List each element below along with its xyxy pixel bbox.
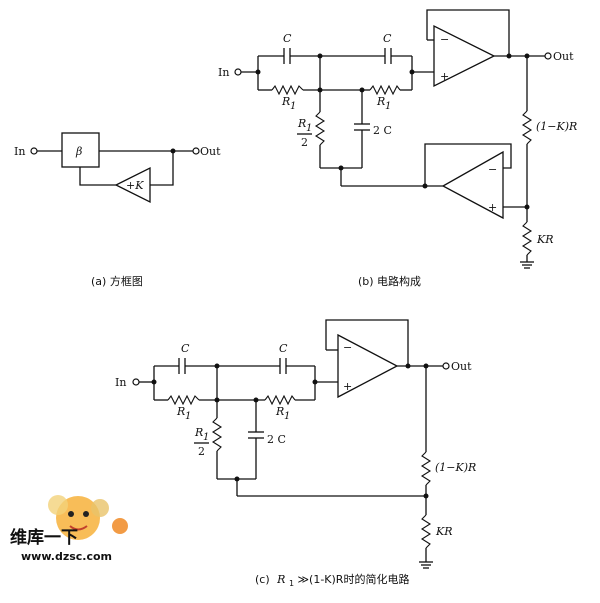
resistor-r1-half-label-c: R — [194, 426, 203, 439]
svg-text:+: + — [440, 70, 449, 83]
input-terminal-c — [132, 378, 140, 386]
svg-text:1: 1 — [290, 101, 296, 112]
gain-amplifier-k — [114, 166, 151, 204]
resistor-1-minus-k-r-c — [420, 451, 432, 486]
resistor-r1-half-label: R — [297, 117, 306, 130]
resistor-r1-a — [271, 84, 304, 96]
svg-text:2: 2 — [301, 136, 308, 149]
resistor-r1-b-label-c: R — [275, 405, 284, 418]
svg-text:−: − — [440, 33, 449, 46]
resistor-r1-half-c — [211, 417, 223, 452]
capacitor-c2-label: C — [383, 32, 392, 45]
resistor-r1-b — [369, 84, 401, 96]
svg-text:+: + — [488, 201, 497, 214]
beta-label: β — [75, 145, 82, 158]
resistor-1-minus-k-r-b — [521, 110, 533, 145]
resistor-r1-a-label-c: R — [176, 405, 185, 418]
capacitor-2c-label-c: 2 C — [267, 433, 286, 446]
capacitor-c1-label-c: C — [181, 342, 190, 355]
resistor-kr-label-b: KR — [536, 233, 554, 246]
resistor-1-minus-k-r-label-b: (1−K)R — [536, 120, 577, 133]
output-label-a: Out — [200, 145, 221, 158]
watermark-logo: 维库一下 www.dzsc.com — [10, 495, 128, 563]
resistor-r1-half — [314, 111, 326, 146]
output-label-b: Out — [553, 50, 574, 63]
svg-text:1: 1 — [385, 101, 391, 112]
resistor-r1-b-label: R — [376, 95, 385, 108]
opamp-buffer-b — [441, 150, 504, 220]
svg-text:1: 1 — [203, 432, 209, 443]
input-label-c: In — [115, 376, 126, 389]
svg-text:+: + — [343, 380, 352, 393]
resistor-kr-b — [521, 221, 533, 256]
circuit-b: In C C R 1 R 1 R — [218, 9, 577, 269]
resistor-r1-b-c — [264, 394, 296, 406]
output-terminal-a — [192, 147, 200, 155]
output-terminal-b — [544, 52, 552, 60]
resistor-1-minus-k-r-label-c: (1−K)R — [435, 461, 476, 474]
caption-b: (b) 电路构成 — [358, 274, 421, 288]
output-label-c: Out — [451, 360, 472, 373]
input-label-b: In — [218, 66, 229, 79]
svg-text:−: − — [343, 341, 352, 354]
resistor-r1-a-c — [167, 394, 200, 406]
watermark-brand: 维库一下 — [10, 527, 78, 548]
svg-text:1: 1 — [306, 123, 312, 134]
opamp-main-c — [337, 333, 399, 399]
caption-a: (a) 方框图 — [91, 274, 143, 288]
block-diagram-a: In β Out +K — [14, 132, 221, 204]
input-terminal-a — [30, 147, 38, 155]
capacitor-c1-label: C — [283, 32, 292, 45]
capacitor-c2-label-c: C — [279, 342, 288, 355]
resistor-kr-label-c: KR — [435, 525, 453, 538]
capacitor-2c-label: 2 C — [373, 124, 392, 137]
svg-text:2: 2 — [198, 445, 205, 458]
ground-symbol-c — [419, 561, 433, 569]
output-terminal-c — [442, 362, 450, 370]
resistor-r1-a-label: R — [281, 95, 290, 108]
input-terminal-b — [234, 68, 242, 76]
svg-text:1: 1 — [284, 411, 290, 422]
circuit-c: In C C R 1 R 1 R 1 — [115, 319, 476, 569]
ground-symbol-b — [520, 261, 534, 269]
gain-label: +K — [126, 179, 144, 192]
watermark-url: www.dzsc.com — [21, 550, 112, 563]
opamp-main-b — [433, 24, 496, 88]
svg-text:−: − — [488, 163, 497, 176]
input-label-a: In — [14, 145, 25, 158]
resistor-kr-c — [420, 514, 432, 549]
svg-text:1: 1 — [185, 411, 191, 422]
caption-c: (c) R 1 ≫(1-K)R时的简化电路 — [255, 572, 409, 589]
